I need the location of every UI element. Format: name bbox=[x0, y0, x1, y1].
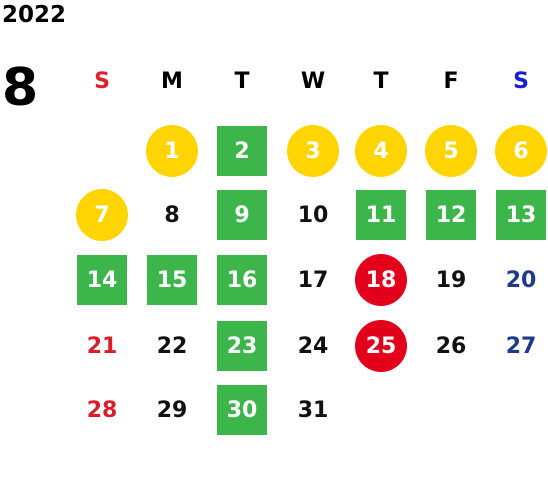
calendar-day[interactable]: 16 bbox=[217, 255, 267, 305]
calendar-day[interactable]: 25 bbox=[355, 320, 407, 372]
calendar-day[interactable]: 11 bbox=[356, 190, 406, 240]
calendar-day[interactable]: 1 bbox=[146, 125, 198, 177]
weekday-header: S bbox=[94, 68, 110, 94]
calendar-day[interactable]: 23 bbox=[217, 321, 267, 371]
calendar-month: 8 bbox=[2, 58, 39, 118]
calendar-day[interactable]: 19 bbox=[435, 267, 467, 293]
calendar-day[interactable]: 10 bbox=[297, 202, 329, 228]
weekday-header: S bbox=[513, 68, 529, 94]
calendar-day[interactable]: 5 bbox=[425, 125, 477, 177]
calendar-day[interactable]: 8 bbox=[164, 202, 180, 228]
calendar-day[interactable]: 6 bbox=[495, 125, 547, 177]
calendar-day[interactable]: 28 bbox=[86, 397, 118, 423]
calendar-day[interactable]: 31 bbox=[297, 397, 329, 423]
calendar-day[interactable]: 29 bbox=[156, 397, 188, 423]
calendar-day[interactable]: 21 bbox=[86, 333, 118, 359]
weekday-header: W bbox=[300, 68, 326, 94]
calendar-year: 2022 bbox=[2, 2, 67, 28]
weekday-header: T bbox=[373, 68, 389, 94]
calendar-day[interactable]: 14 bbox=[77, 255, 127, 305]
calendar-day[interactable]: 4 bbox=[355, 125, 407, 177]
calendar-day[interactable]: 2 bbox=[217, 126, 267, 176]
calendar-day[interactable]: 18 bbox=[355, 254, 407, 306]
calendar-day[interactable]: 12 bbox=[426, 190, 476, 240]
calendar-day[interactable]: 26 bbox=[435, 333, 467, 359]
weekday-header: T bbox=[234, 68, 250, 94]
calendar-day[interactable]: 3 bbox=[287, 125, 339, 177]
weekday-header: F bbox=[443, 68, 459, 94]
calendar-day[interactable]: 9 bbox=[217, 190, 267, 240]
calendar-day[interactable]: 13 bbox=[496, 190, 546, 240]
calendar-day[interactable]: 15 bbox=[147, 255, 197, 305]
weekday-header: M bbox=[161, 68, 183, 94]
calendar-day[interactable]: 20 bbox=[505, 267, 537, 293]
calendar-day[interactable]: 24 bbox=[297, 333, 329, 359]
calendar-day[interactable]: 22 bbox=[156, 333, 188, 359]
calendar-day[interactable]: 30 bbox=[217, 385, 267, 435]
calendar-day[interactable]: 17 bbox=[297, 267, 329, 293]
calendar-day[interactable]: 27 bbox=[505, 333, 537, 359]
calendar-day[interactable]: 7 bbox=[76, 189, 128, 241]
